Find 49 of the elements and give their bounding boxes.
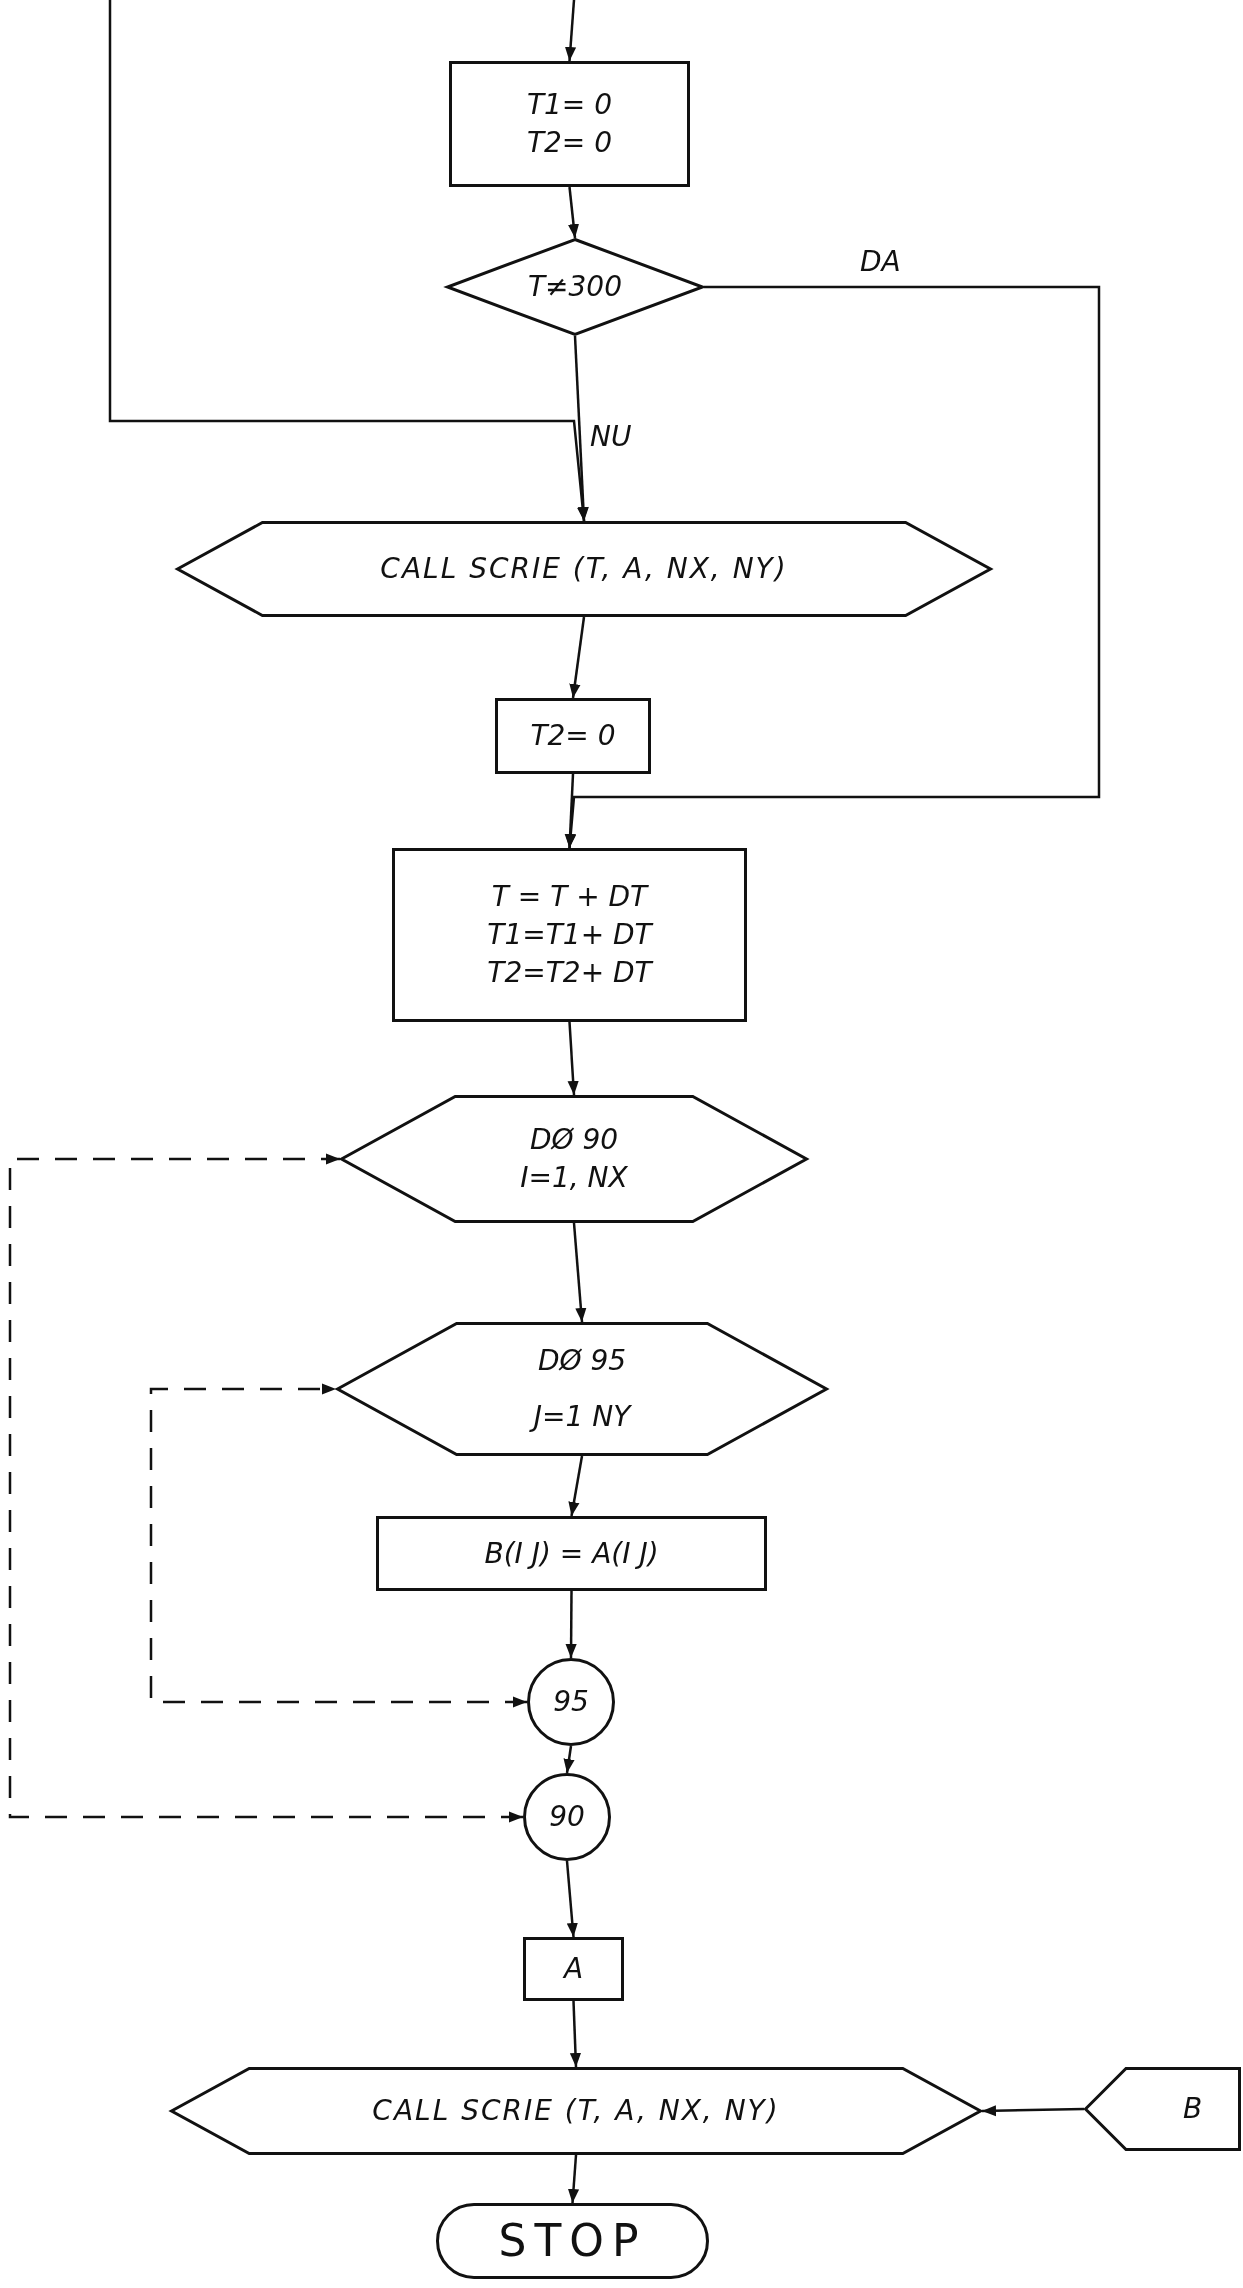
node-text: T2= 0 — [530, 718, 616, 755]
node-text: T1= 0 — [526, 87, 613, 124]
loop-arrow — [8, 1153, 523, 1823]
preparation-hexagon — [336, 1322, 828, 1456]
connector-circle — [527, 1658, 615, 1746]
process-box — [495, 698, 651, 774]
flow-arrow — [567, 1021, 579, 1096]
process-box — [392, 848, 747, 1022]
flow-arrow — [981, 2105, 1085, 2117]
node-text: T1=T1+ DT — [487, 917, 652, 954]
process-box — [376, 1516, 767, 1591]
flow-arrow — [569, 2000, 582, 2068]
node-text: CALL SCRIE (T, A, NX, NY) — [380, 551, 788, 588]
flow-arrow — [563, 1745, 575, 1774]
flow-arrow — [567, 186, 580, 239]
node-text: T = T + DT — [491, 879, 648, 916]
flow-arrow — [567, 2154, 580, 2204]
process-box — [449, 61, 690, 187]
flow-arrow — [564, 773, 576, 849]
node-text: B(I J) = A(I J) — [484, 1535, 659, 1572]
edge-label: DA — [860, 245, 901, 278]
flow-arrow — [565, 1860, 578, 1938]
flow-arrow — [568, 1455, 584, 1517]
node-text: T2=T2+ DT — [487, 954, 652, 991]
decision-diamond — [446, 238, 704, 336]
node-text: I=1, NX — [520, 1160, 628, 1196]
flow-arrow — [572, 1222, 587, 1323]
flow-arrow — [564, 0, 577, 62]
node-text: 90 — [549, 1799, 585, 1836]
node-text: STOP — [498, 2214, 647, 2269]
node-text: A — [563, 1951, 584, 1988]
node-text: CALL SCRIE (T, A, NX, NY) — [372, 2093, 780, 2130]
node-text: DØ 90 — [529, 1122, 619, 1159]
loop-arrow — [149, 1383, 527, 1708]
node-text: T2= 0 — [526, 125, 613, 161]
edge-label: NU — [590, 420, 632, 453]
node-text: T≠300 — [528, 269, 622, 306]
node-text: DØ 95 — [537, 1343, 627, 1380]
flow-arrow — [569, 616, 586, 699]
preparation-hexagon — [340, 1095, 808, 1223]
flow-arrow — [108, 0, 589, 522]
preparation-hexagon — [170, 2067, 982, 2155]
flow-arrow — [565, 1591, 577, 1658]
preparation-hexagon — [176, 521, 992, 617]
node-text: B — [1182, 2091, 1203, 2128]
connector-circle — [523, 1773, 611, 1861]
offpage-connector — [1084, 2067, 1241, 2151]
node-text: 95 — [553, 1684, 589, 1721]
process-box — [523, 1937, 624, 2001]
